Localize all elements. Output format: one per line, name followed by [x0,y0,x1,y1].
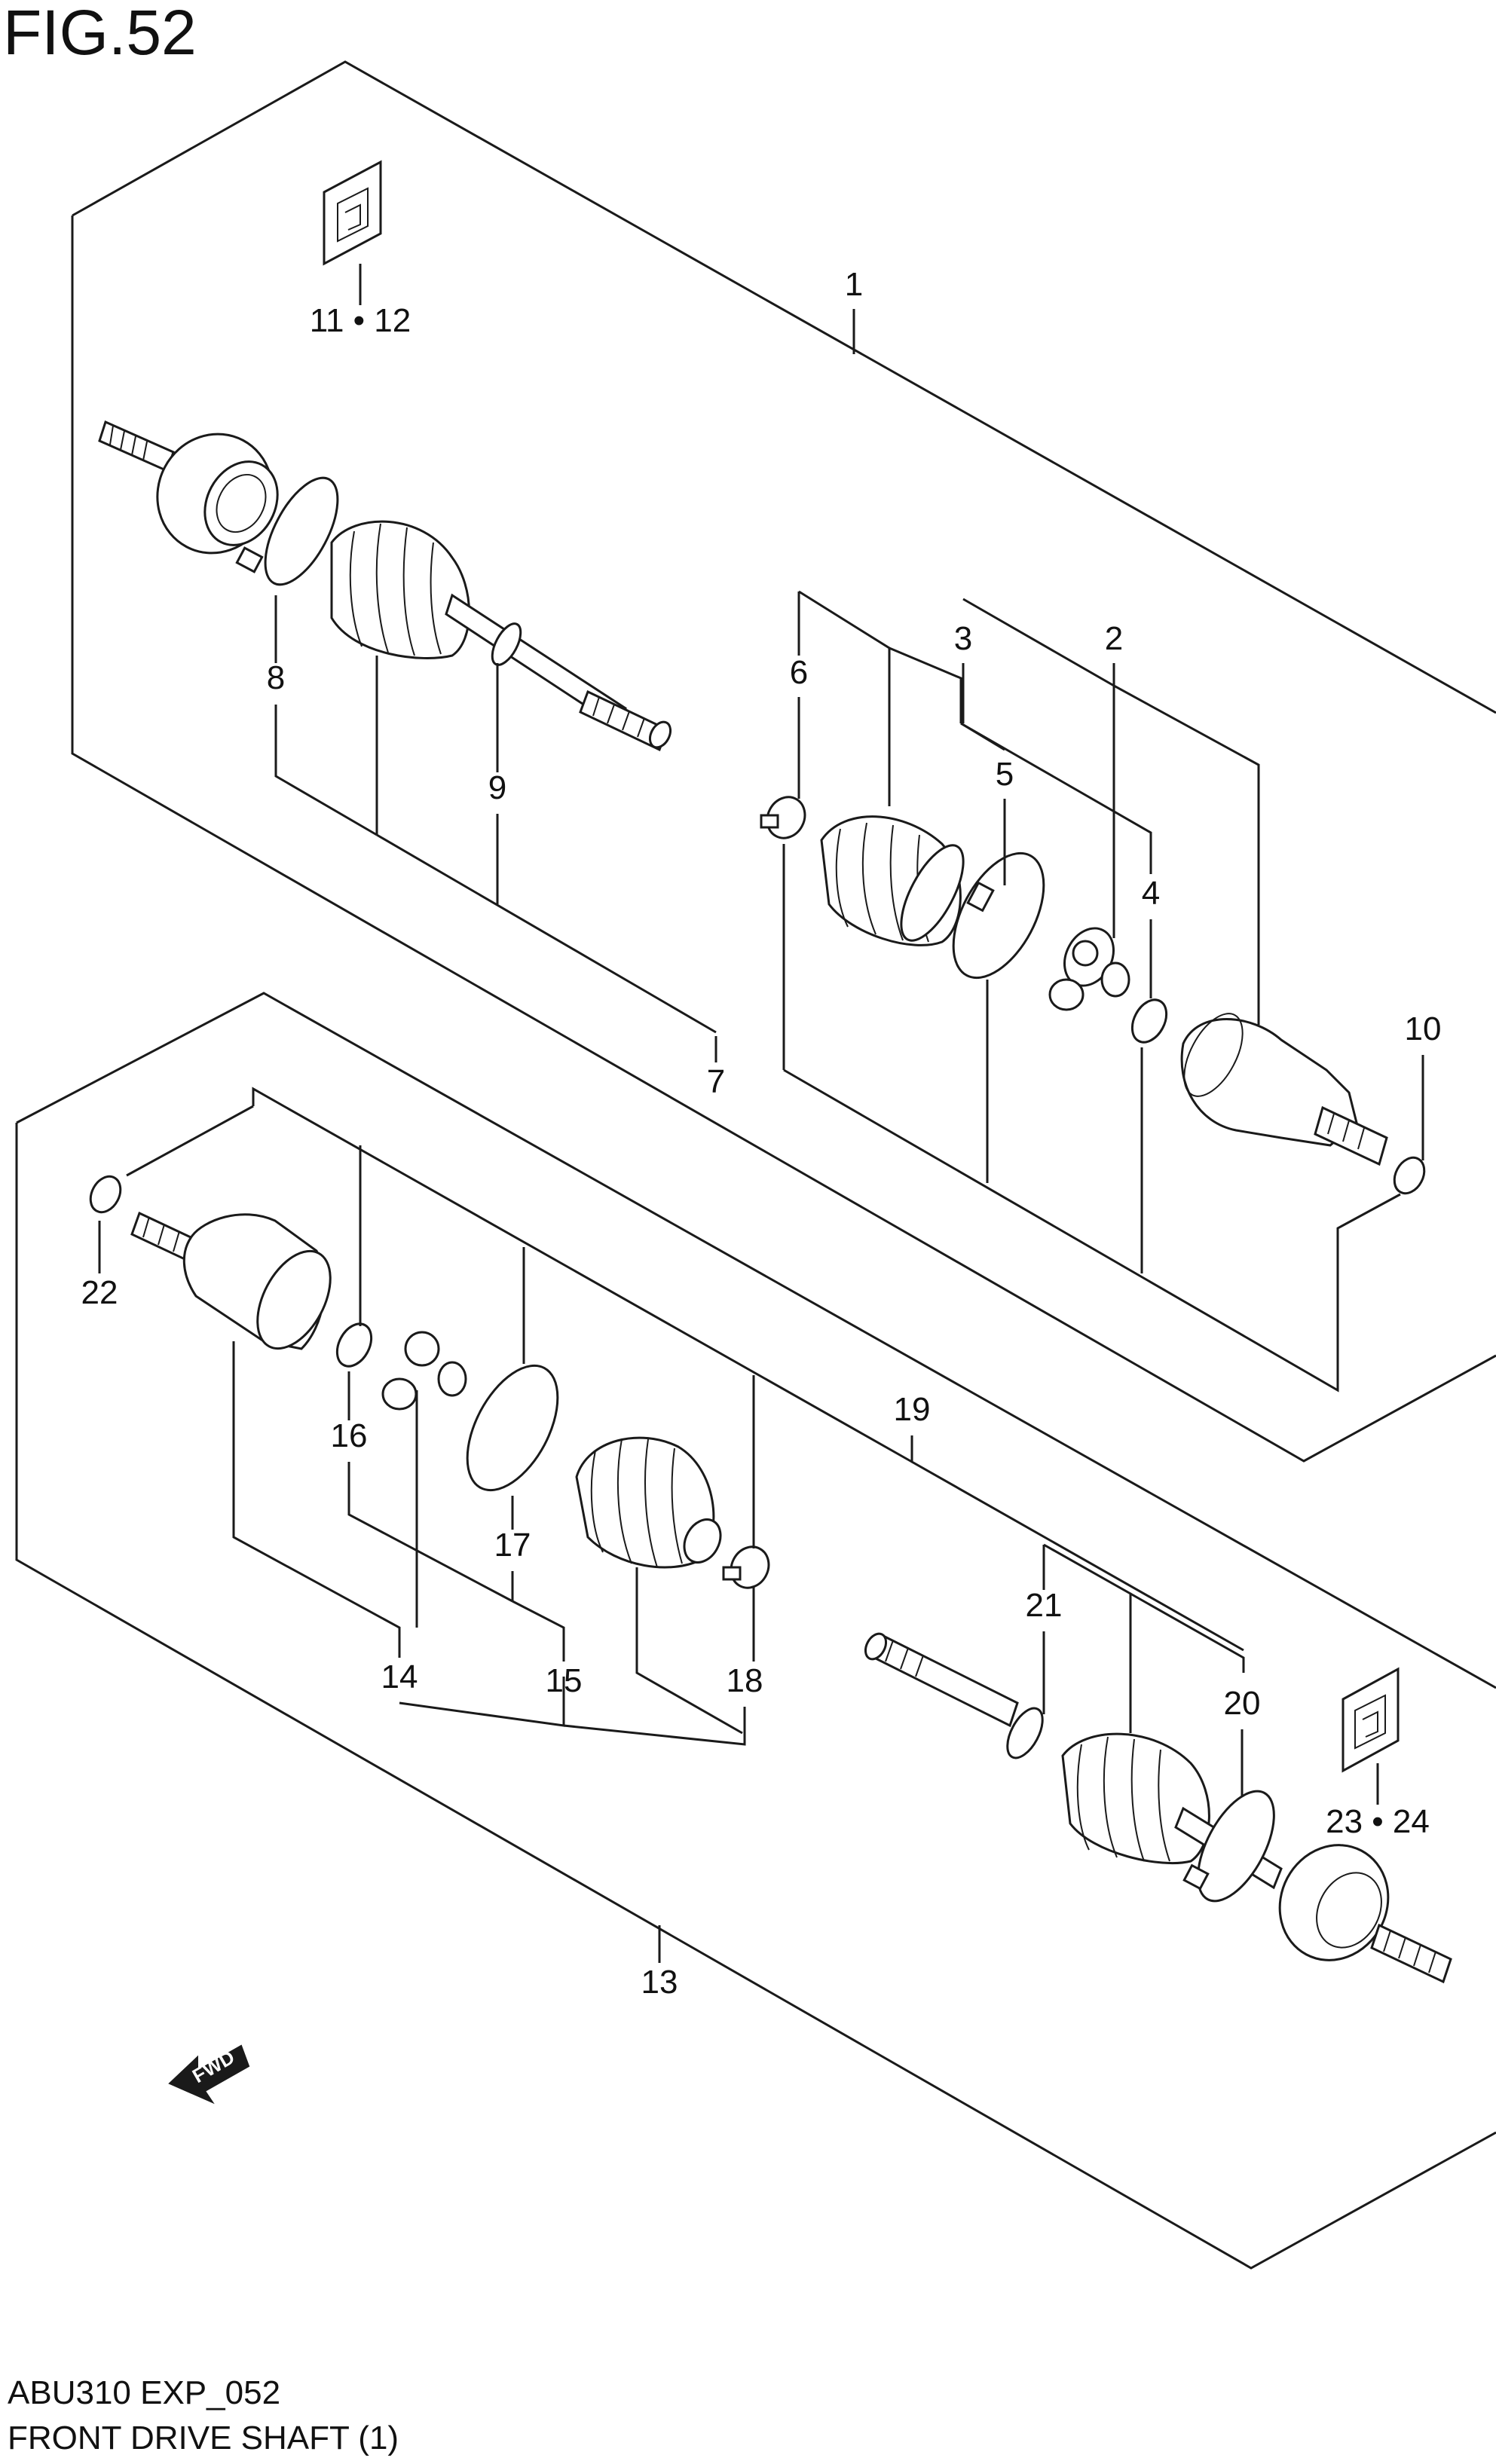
callout-21: 21 [1026,1587,1063,1624]
callout-20: 20 [1224,1685,1261,1722]
lower-assembly-frame [15,992,1496,2270]
callout-18: 18 [727,1662,763,1699]
callout-8: 8 [267,659,285,696]
callout-19: 19 [894,1391,931,1428]
diagram-name: FRONT DRIVE SHAFT (1) [8,2420,399,2456]
grease-pack-icon [323,160,382,266]
upper-assembly-frame [71,60,1496,1463]
callout-11-12: 11 • 12 [310,302,411,339]
callout-3: 3 [954,620,972,657]
callout-17: 17 [494,1527,531,1564]
grease-pack-icon-2 [1342,1667,1400,1773]
figure-title: FIG.52 [3,0,197,68]
diagram-code: ABU310 EXP_052 [8,2374,280,2411]
callout-22: 22 [81,1274,118,1311]
inner-joint-components [760,796,1426,1195]
callout-7: 7 [707,1063,725,1100]
callout-2: 2 [1105,620,1123,657]
callout-10: 10 [1405,1010,1442,1047]
callout-6: 6 [790,654,808,691]
callout-13: 13 [641,1964,678,2001]
callout-5: 5 [996,756,1014,793]
callout-15: 15 [546,1662,583,1699]
callout-16: 16 [331,1417,368,1454]
callout-9: 9 [488,769,506,806]
fwd-arrow-icon: FWD [168,2044,250,2105]
callout-1: 1 [845,266,863,303]
callout-23-24: 23 • 24 [1326,1803,1430,1840]
callout-4: 4 [1142,875,1160,912]
lower-inner-joint [89,1175,770,1589]
callout-14: 14 [381,1658,418,1695]
outer-drive-shaft [98,420,672,752]
lower-outer-shaft [864,1632,1452,1984]
